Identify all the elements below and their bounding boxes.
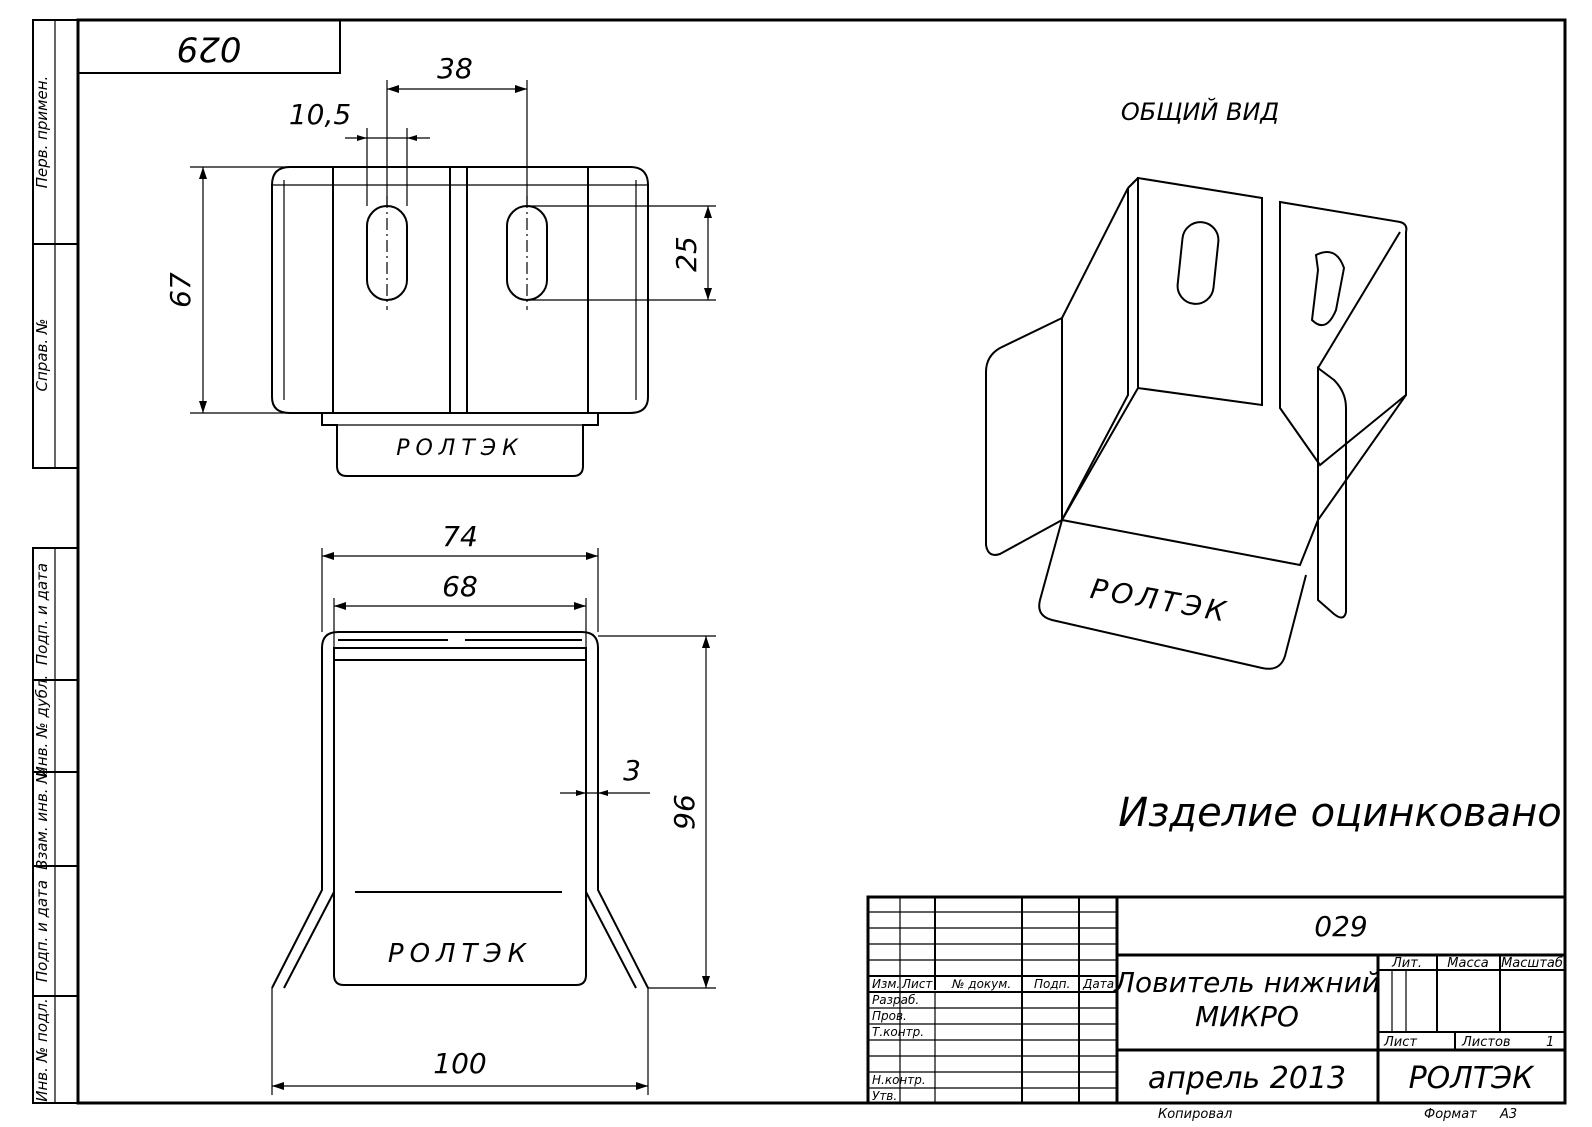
- top-view-logo: РОЛТЭК: [396, 436, 524, 461]
- isometric-view: РОЛТЭК: [985, 176, 1408, 670]
- title-block: Изм. Лист № докум. Подп. Дата Разраб. Пр…: [866, 895, 1567, 1105]
- lit-label: Лит.: [1391, 956, 1422, 971]
- col-header-dokum: № докум.: [951, 977, 1011, 991]
- iso-logo: РОЛТЭК: [1088, 572, 1232, 629]
- galvanized-note: Изделие оцинковано: [1118, 790, 1562, 836]
- dim-74: 74: [442, 520, 478, 553]
- dim-100: 100: [433, 1047, 486, 1080]
- dim-10-5: 10,5: [289, 98, 351, 131]
- dim-67: 67: [164, 272, 197, 308]
- role-tkontr: Т.контр.: [872, 1025, 924, 1039]
- drawing-date: апрель 2013: [1148, 1061, 1346, 1096]
- product-name-line2: МИКРО: [1195, 1000, 1299, 1033]
- left-margin: Перв. примен. Справ. № Подп. и дата Инв.…: [32, 19, 79, 1104]
- col-header-podp: Подп.: [1034, 977, 1070, 991]
- format-label: Формат: [1424, 1107, 1477, 1122]
- number-box-text: 029: [177, 29, 242, 69]
- col-header-list: Лист: [901, 977, 933, 991]
- format-value: А3: [1499, 1107, 1517, 1122]
- dim-25: 25: [670, 236, 703, 272]
- margin-label-podp2: Подп. и дата: [33, 880, 51, 982]
- role-prov: Пров.: [872, 1009, 907, 1023]
- designation: 029: [1314, 910, 1367, 943]
- dim-38: 38: [437, 52, 473, 85]
- dim-96: 96: [668, 794, 701, 830]
- company-name: РОЛТЭК: [1409, 1061, 1536, 1096]
- copied-label: Копировал: [1158, 1107, 1232, 1122]
- margin-label-podl: Инв. № подл.: [33, 998, 51, 1101]
- top-view-dimensions: 38 10,5 67 25: [164, 52, 716, 414]
- role-utv: Утв.: [872, 1089, 897, 1103]
- product-name-line1: Ловитель нижний: [1113, 966, 1380, 999]
- sheets-count: 1: [1546, 1035, 1554, 1050]
- mass-label: Масса: [1447, 956, 1488, 971]
- number-box: 029: [77, 19, 341, 74]
- role-razrab: Разраб.: [872, 993, 919, 1007]
- margin-label-vzam: Взам. инв. №: [33, 768, 51, 870]
- front-view-dimensions: 74 68 3 96 100: [271, 520, 716, 1095]
- margin-label-podp1: Подп. и дата: [33, 563, 51, 665]
- margin-label-sprav: Справ. №: [33, 319, 51, 392]
- margin-label-dubl: Инв. № дубл.: [33, 675, 51, 778]
- role-nkontr: Н.контр.: [872, 1073, 926, 1087]
- sheets-label: Листов: [1461, 1035, 1511, 1050]
- iso-slot-left: [1176, 221, 1220, 305]
- front-view: РОЛТЭК: [271, 631, 649, 989]
- col-header-izm: Изм.: [872, 977, 900, 991]
- sheet-label: Лист: [1383, 1035, 1417, 1050]
- col-header-data: Дата: [1082, 977, 1114, 991]
- general-view-title: ОБЩИЙ ВИД: [1121, 97, 1279, 126]
- margin-label-perv: Перв. примен.: [33, 76, 51, 189]
- top-view: РОЛТЭК: [271, 166, 649, 477]
- dim-3: 3: [623, 754, 641, 787]
- dim-68: 68: [442, 570, 478, 603]
- front-view-logo: РОЛТЭК: [388, 939, 532, 969]
- scale-label: Масштаб: [1501, 956, 1563, 971]
- iso-slot-right: [1310, 251, 1346, 327]
